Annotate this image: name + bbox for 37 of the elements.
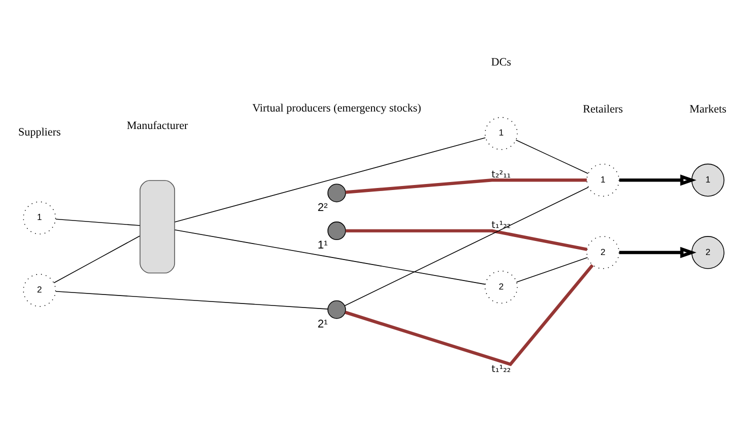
node-circle [327,184,346,202]
node-circle: 1 [23,201,56,234]
label: Retailers [582,103,623,116]
label: Manufacturer [126,120,188,132]
connector [516,257,588,282]
connector [344,264,594,366]
connector [346,178,587,194]
arrow [619,246,696,258]
connector [174,229,486,285]
node-circle: 2 [484,270,518,304]
label: DCs [491,56,512,69]
edge-label: t₁¹₂₂ [492,220,511,232]
node-label: 2² [318,202,328,214]
arrow [619,174,696,186]
connector [55,218,140,226]
connector [174,137,486,222]
node-circle: 2 [23,274,56,307]
node-label: 2¹ [318,318,328,330]
label: Markets [689,103,726,116]
connector [55,290,328,310]
connector [344,186,589,306]
node-label: 1¹ [318,240,328,252]
node-circle: 1 [691,164,724,197]
connector [53,236,140,284]
label: Virtual producers (emergency stocks) [252,102,422,115]
node-circle: 1 [586,164,620,197]
node-circle: 1 [484,116,518,150]
node-circle [327,300,346,319]
node-circle: 2 [691,236,724,270]
node-box [140,180,176,274]
connector [346,229,588,251]
edge-label: t₁¹₂₂ [492,364,511,376]
node-circle [327,222,346,240]
connector [516,140,588,174]
node-circle: 2 [586,236,620,270]
edge-label: t₂²₁₁ [492,169,511,180]
label: Suppliers [18,126,61,139]
